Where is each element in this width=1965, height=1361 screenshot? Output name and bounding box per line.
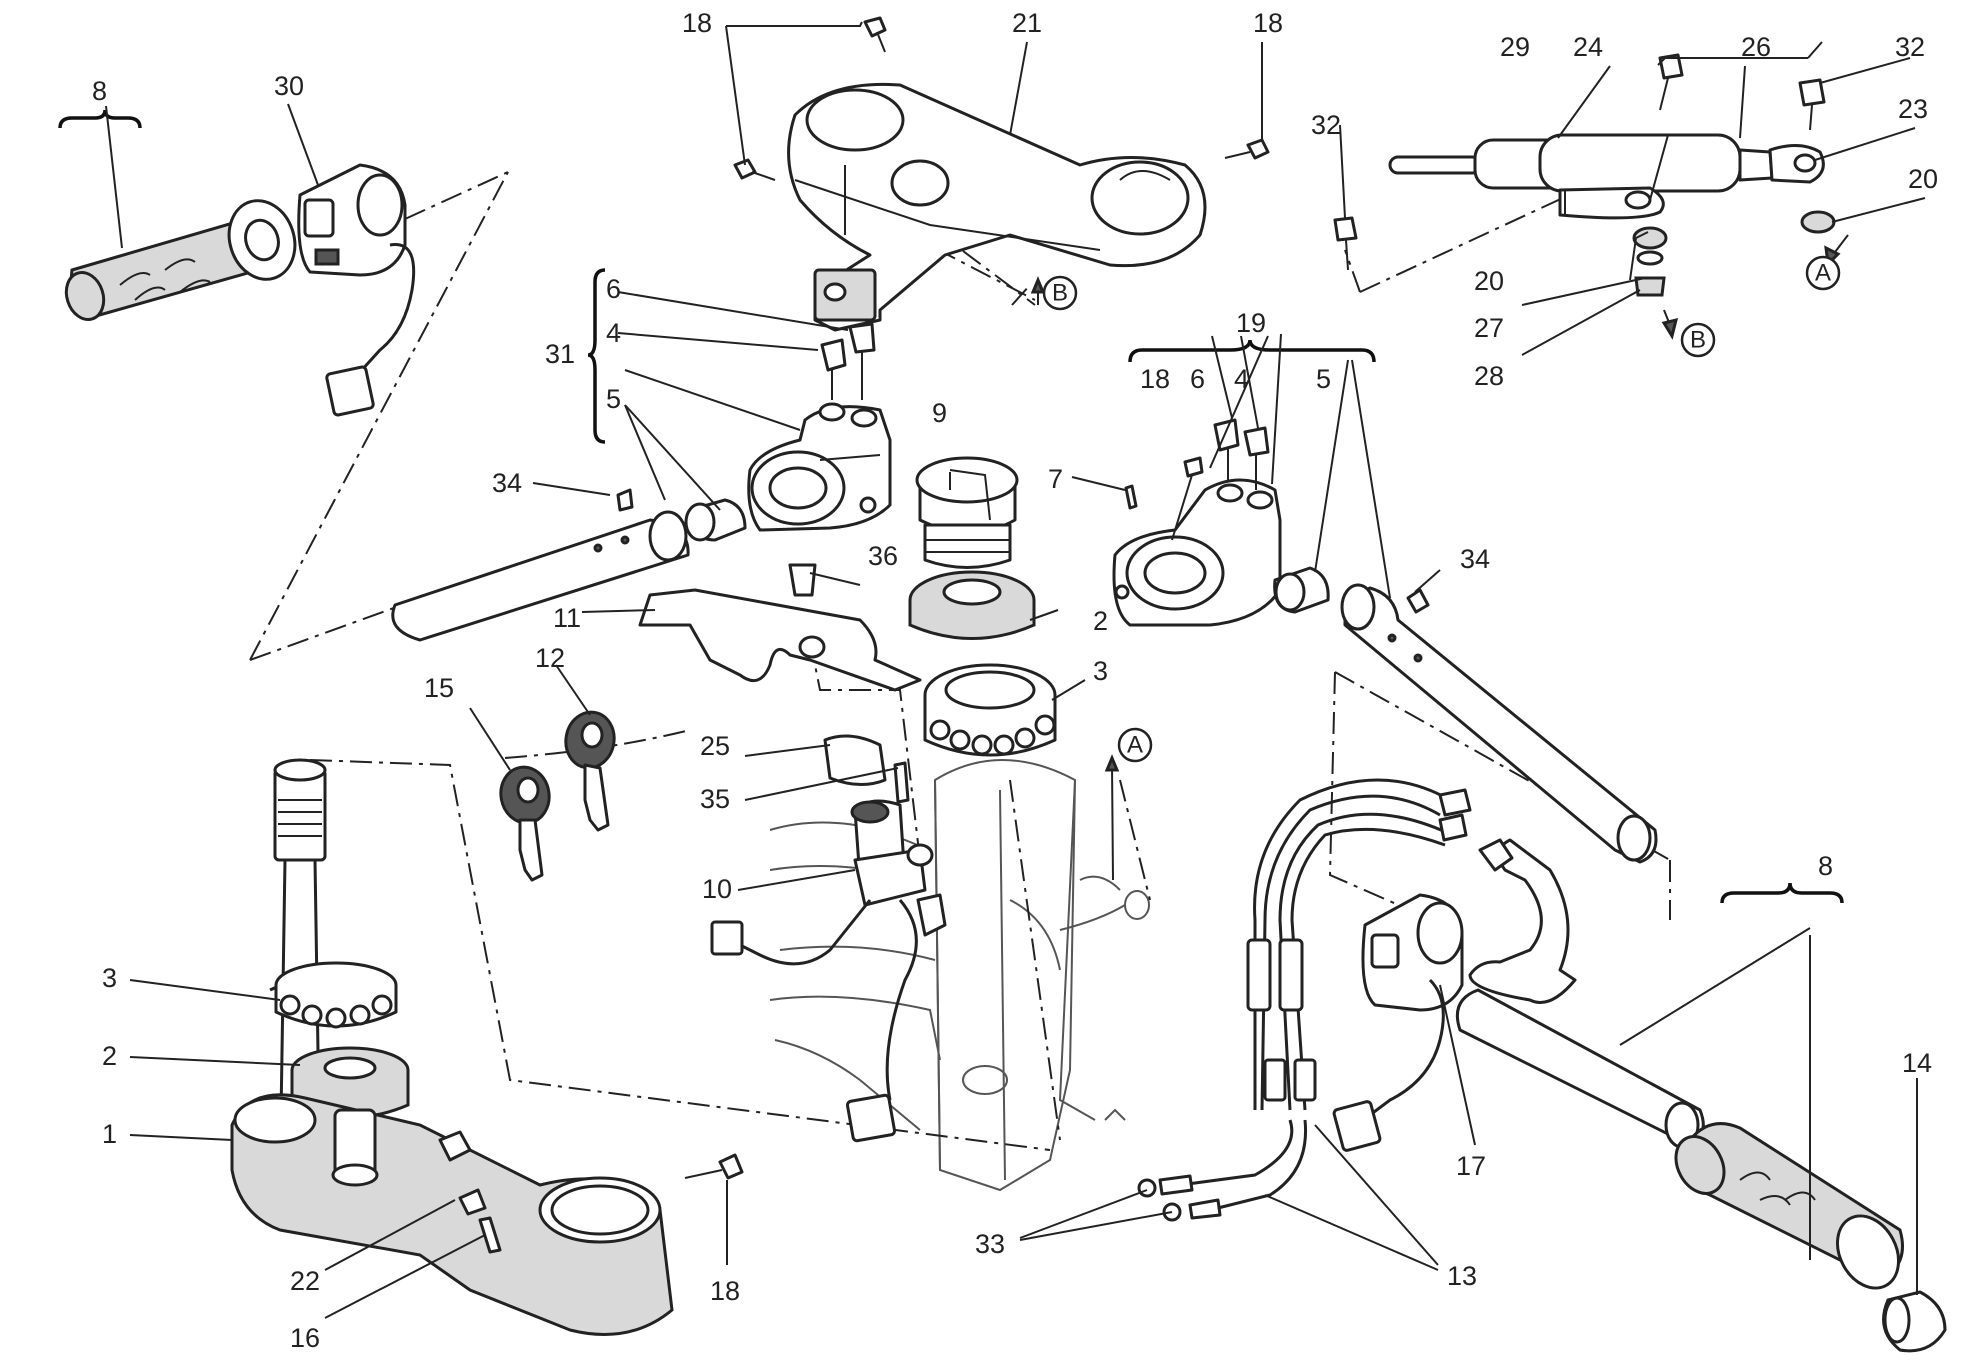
ignition-cover [915, 456, 1019, 569]
right-grip [1674, 1122, 1904, 1290]
label-28: 28 [1474, 361, 1504, 391]
ref-marker-b-right: B [1680, 322, 1716, 358]
label-35: 35 [700, 784, 730, 814]
label-14: 14 [1902, 1048, 1932, 1078]
label-9: 9 [932, 398, 947, 428]
label-10: 10 [702, 874, 732, 904]
label-32-right: 32 [1895, 32, 1925, 62]
label-5-right: 5 [1316, 364, 1331, 394]
label-33: 33 [975, 1229, 1005, 1259]
assembly-lines [249, 154, 1671, 1151]
ref-marker-a-right: A [1805, 255, 1841, 291]
label-8-right: 8 [1818, 851, 1833, 881]
label-32-left: 32 [1311, 110, 1341, 140]
label-8-left: 8 [92, 76, 107, 106]
left-grip [64, 199, 297, 321]
leader-lines [105, 21, 1926, 1319]
label-23: 23 [1898, 94, 1928, 124]
bottom-yoke [230, 1093, 744, 1336]
label-15: 15 [424, 673, 454, 703]
rubber-washer [908, 570, 1036, 640]
right-handlebar [1340, 583, 1658, 864]
steering-bearing-top [923, 663, 1057, 757]
right-clamp [1112, 418, 1330, 627]
label-18-top-right: 18 [1253, 8, 1283, 38]
ref-marker-a-center: A [1117, 727, 1153, 763]
label-18-bottom: 18 [710, 1276, 740, 1306]
ref-a-right: A [1815, 260, 1831, 287]
key-12 [564, 710, 616, 832]
label-36: 36 [868, 541, 898, 571]
label-18-top: 18 [682, 8, 712, 38]
label-29: 29 [1500, 32, 1530, 62]
label-20: 20 [1474, 266, 1504, 296]
label-19: 19 [1236, 308, 1266, 338]
label-1: 1 [102, 1119, 117, 1149]
label-7: 7 [1048, 464, 1063, 494]
left-switch [297, 163, 416, 417]
steering-damper [1388, 133, 1825, 220]
label-31: 31 [545, 339, 575, 369]
left-clamp [684, 322, 892, 542]
label-24: 24 [1573, 32, 1603, 62]
label-25: 25 [700, 731, 730, 761]
top-yoke [787, 82, 1207, 332]
label-4-right: 4 [1234, 364, 1249, 394]
label-17: 17 [1456, 1151, 1486, 1181]
ref-a-center: A [1127, 732, 1143, 759]
ref-b-upper: B [1052, 280, 1068, 307]
key-15 [499, 765, 551, 882]
label-2-top: 2 [1093, 606, 1108, 636]
label-3-top: 3 [1093, 656, 1108, 686]
label-5-left: 5 [606, 384, 621, 414]
throttle-cables [1137, 778, 1472, 1222]
label-18-right: 18 [1140, 364, 1170, 394]
label-11: 11 [553, 603, 581, 633]
label-12: 12 [535, 643, 565, 673]
label-4-left: 4 [606, 318, 621, 348]
label-6-left: 6 [606, 274, 621, 304]
part-labels: 8 30 18 21 18 29 24 26 32 23 20 32 20 27… [92, 8, 1938, 1353]
label-20-right: 20 [1908, 164, 1938, 194]
label-30: 30 [274, 71, 304, 101]
right-switch [1332, 893, 1464, 1152]
left-handlebar [391, 488, 690, 642]
label-34-right: 34 [1460, 544, 1490, 574]
ref-b-right: B [1690, 327, 1706, 354]
braces [58, 109, 1844, 904]
ignition-switch [710, 734, 947, 1143]
label-3-bottom: 3 [102, 963, 117, 993]
ref-letters: B A A B [1042, 255, 1841, 763]
label-26: 26 [1741, 32, 1771, 62]
label-27: 27 [1474, 313, 1504, 343]
throttle-tube [1455, 838, 1705, 1149]
label-22: 22 [290, 1266, 320, 1296]
label-16: 16 [290, 1323, 320, 1353]
label-34-left: 34 [492, 468, 522, 498]
label-13: 13 [1447, 1261, 1477, 1291]
bar-end [1882, 1290, 1947, 1353]
label-21: 21 [1012, 8, 1042, 38]
ignition-shield [638, 563, 922, 692]
ref-marker-b-upper: B [1042, 275, 1078, 311]
label-2-bottom: 2 [102, 1041, 117, 1071]
damper-hardware [1333, 53, 1836, 297]
label-6-right: 6 [1190, 364, 1205, 394]
frame-outline [769, 759, 1150, 1192]
steering-bearing-bottom [274, 961, 398, 1029]
